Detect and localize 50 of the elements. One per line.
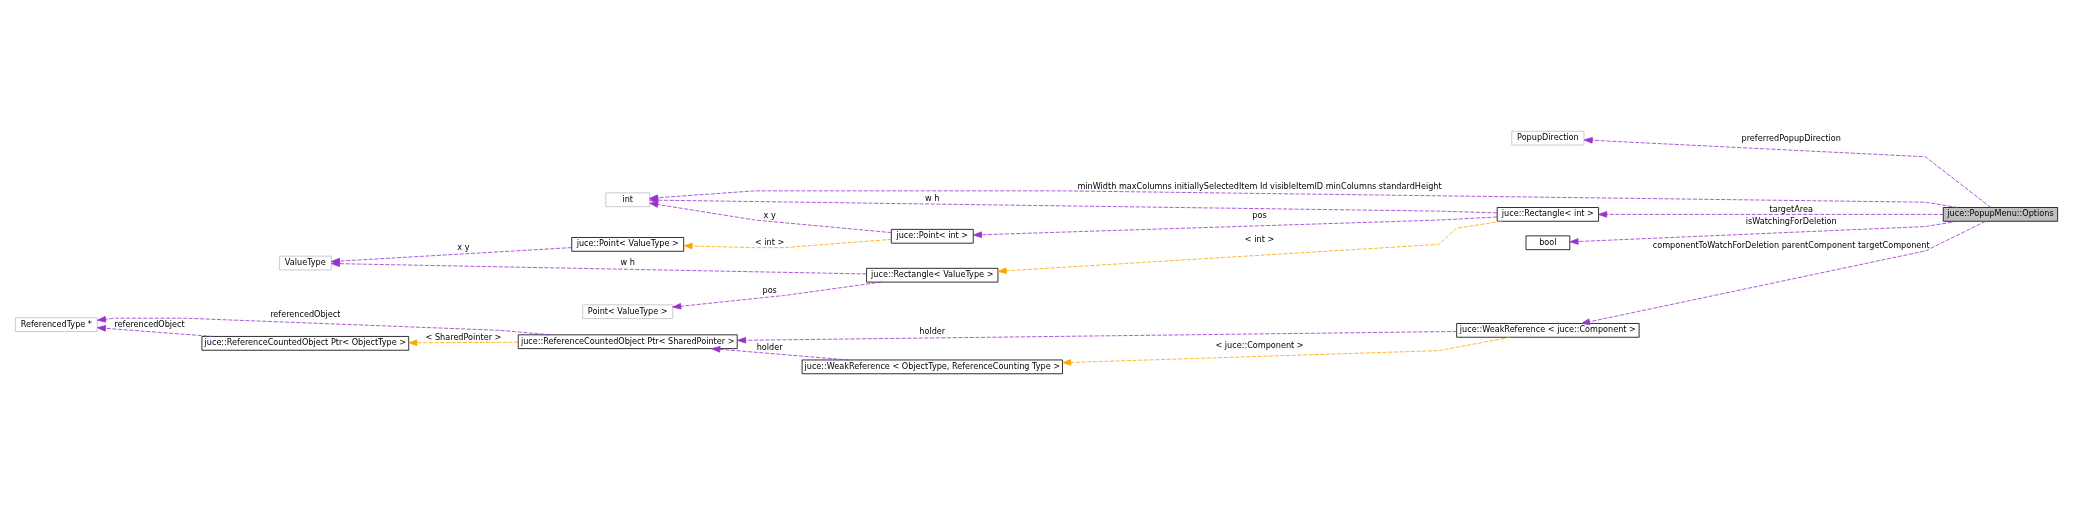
arrow <box>331 260 867 275</box>
arrow <box>973 216 1498 238</box>
arrow <box>737 331 1457 344</box>
node-box: juce::Point< int > <box>890 228 974 244</box>
edge-label: pos <box>762 285 777 296</box>
arrow <box>96 325 214 337</box>
edge-label: referencedObject <box>114 319 185 330</box>
node-box: ReferencedType * <box>14 317 98 332</box>
edge-label: x y <box>763 209 776 220</box>
arrow <box>408 339 519 347</box>
edge-label: w h <box>925 192 940 203</box>
arrow <box>672 281 882 310</box>
node-box: juce::Rectangle< int > <box>1496 207 1599 222</box>
arrow <box>97 316 551 336</box>
edge-label: isWatchingForDeletion <box>1745 216 1837 227</box>
node-box: juce::Rectangle< ValueType > <box>866 267 999 283</box>
edge-label: x y <box>457 242 470 253</box>
node-box: juce::Point< ValueType > <box>571 237 685 252</box>
edge-label: pos <box>1252 209 1267 220</box>
edge-label: minWidth maxColumns initiallySelectedItem Id visibleItemID minColumns standardHeight <box>1077 181 1442 192</box>
node-box: juce::WeakReference < juce::Component > <box>1456 323 1640 338</box>
node-box: ValueType <box>278 255 332 271</box>
arrow <box>1581 221 1986 325</box>
node-box: juce::WeakReference < ObjectType, ReferenceCounting Type > <box>801 359 1063 375</box>
node-box: Point< ValueType > <box>582 304 674 319</box>
edge-label: < int > <box>754 237 785 248</box>
arrow <box>1569 220 1958 245</box>
edge-label: < juce::Component > <box>1215 340 1304 351</box>
arrow <box>1598 211 1944 218</box>
arrow <box>711 346 849 361</box>
edge-label: holder <box>756 341 783 352</box>
edge-label: targetArea <box>1769 203 1813 214</box>
arrow <box>649 201 892 233</box>
arrow <box>1583 137 1991 208</box>
node-box: juce::ReferenceCountedObject Ptr< ObjectType > <box>201 336 410 351</box>
arrow <box>1062 336 1511 366</box>
node-box: int <box>605 192 651 208</box>
arrow <box>683 238 892 250</box>
node-box: juce::PopupMenu::Options <box>1942 207 2059 222</box>
edge-label: holder <box>919 326 946 337</box>
edge-label: w h <box>620 257 635 268</box>
edge-label: referencedObject <box>270 308 341 319</box>
edge-label: componentToWatchForDeletion parentComponent targetComponent <box>1652 240 1930 251</box>
edge-label: < int > <box>1244 233 1275 244</box>
arrow <box>997 220 1502 274</box>
edge-label: < SharedPointer > <box>425 332 502 343</box>
node-box: juce::ReferenceCountedObject Ptr< SharedPointer > <box>517 334 738 349</box>
node-box: bool <box>1525 235 1571 251</box>
node-box: PopupDirection <box>1511 130 1585 146</box>
edge-label: preferredPopupDirection <box>1741 133 1841 144</box>
